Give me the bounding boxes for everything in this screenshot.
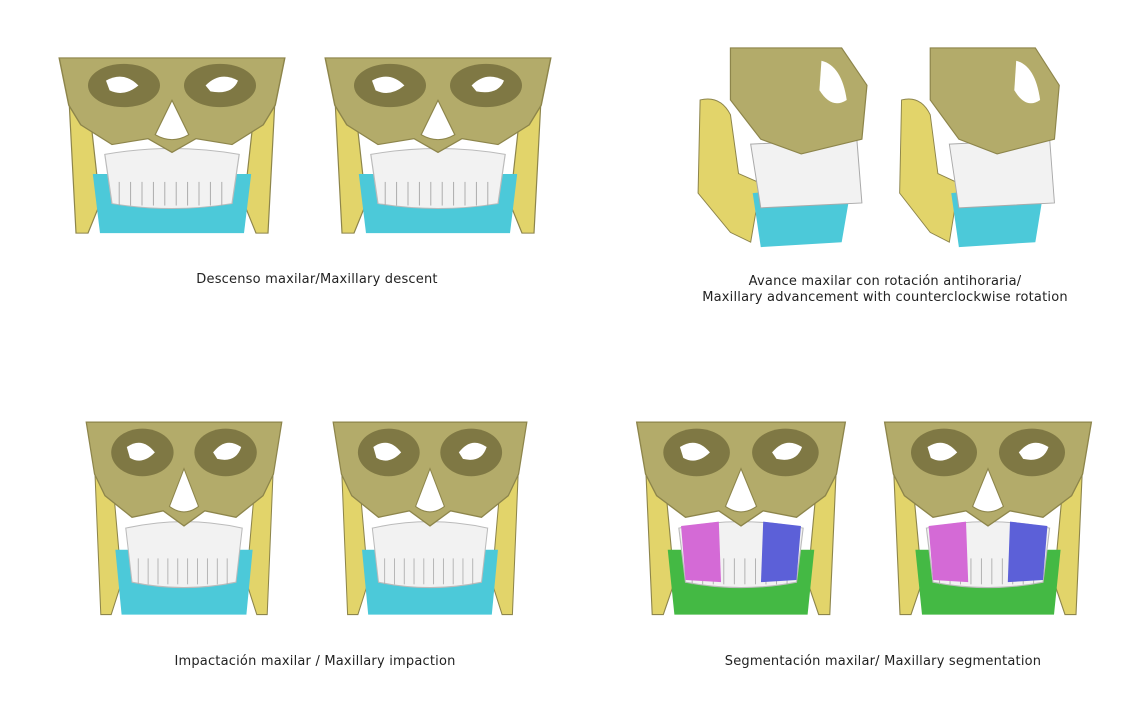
caption-maxillary-advancement: Avance maxilar con rotación antihoraria/… — [660, 274, 1110, 306]
right-orbit-hole — [205, 76, 238, 93]
caption-maxillary-descent: Descenso maxilar/Maxillary descent — [196, 272, 438, 287]
skull-render-segmentation-after — [878, 420, 1098, 620]
skull-render-advancement-after — [892, 46, 1064, 252]
skull-svg — [85, 421, 283, 616]
skull-svg — [899, 47, 1060, 248]
nasal-aperture — [971, 467, 1005, 513]
left-orbit-hole — [927, 442, 958, 461]
ramus-lateral — [697, 98, 762, 243]
left-orbit-hole — [106, 76, 139, 93]
midface-skull-lateral — [929, 47, 1060, 155]
midface-skull-lateral — [729, 47, 868, 155]
nasal-aperture — [154, 98, 190, 141]
left-segment — [681, 521, 722, 583]
left-orbit-hole — [372, 76, 405, 93]
skull-svg — [635, 421, 847, 616]
maxillary-teeth — [104, 147, 240, 209]
skull-render-segmentation-before — [630, 420, 852, 620]
caption-maxillary-segmentation: Segmentación maxilar/ Maxillary segmenta… — [724, 654, 1042, 669]
skull-svg — [883, 421, 1093, 616]
orbit-hole-lateral — [1014, 60, 1041, 104]
skull-svg — [58, 57, 286, 234]
skull-render-impaction-before — [80, 420, 288, 620]
left-orbit-hole — [126, 442, 155, 461]
skull-svg — [697, 47, 868, 248]
nasal-aperture — [414, 467, 446, 513]
skull-render-impaction-after — [327, 420, 533, 620]
caption-maxillary-impaction: Impactación maxilar / Maxillary impactio… — [174, 654, 456, 669]
right-orbit-hole — [772, 442, 803, 460]
nasal-aperture — [168, 467, 200, 513]
skull-render-descent-after — [318, 56, 558, 238]
caption-line-1: Avance maxilar con rotación antihoraria/ — [748, 274, 1022, 289]
skull-render-advancement-before — [690, 46, 872, 252]
orbit-hole-lateral — [819, 60, 847, 104]
left-segment — [928, 521, 969, 583]
left-orbit-hole — [373, 442, 402, 461]
nasal-aperture — [724, 467, 758, 513]
skull-svg — [324, 57, 552, 234]
left-orbit-hole — [679, 442, 710, 461]
skull-render-descent-before — [52, 56, 292, 238]
right-orbit-hole — [1018, 442, 1049, 460]
right-orbit-hole — [471, 76, 504, 93]
right-segment — [760, 521, 801, 583]
maxillary-teeth — [370, 147, 506, 209]
right-orbit-hole — [458, 442, 487, 460]
maxillary-teeth — [371, 521, 489, 589]
ramus-lateral — [899, 98, 960, 243]
caption-line-2: Maxillary advancement with counterclockw… — [702, 290, 1068, 305]
nasal-aperture — [420, 98, 456, 141]
maxillary-teeth — [125, 521, 243, 589]
skull-svg — [332, 421, 528, 616]
right-orbit-hole — [213, 442, 242, 460]
right-segment — [1007, 521, 1048, 583]
